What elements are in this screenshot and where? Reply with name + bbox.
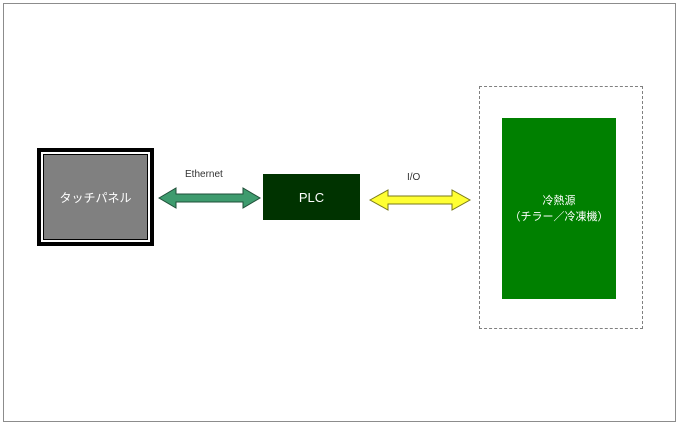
touch-panel-node: タッチパネル [37,148,154,246]
io-link-label: I/O [407,172,421,183]
heat-source-node: 冷熱源 （チラー／冷凍機） [502,118,616,299]
heat-source-label: 冷熱源 [542,193,576,207]
heat-source-sublabel: （チラー／冷凍機） [509,209,609,223]
plc-label: PLC [298,189,325,205]
ethernet-double-arrow [158,187,261,209]
touch-panel-label: タッチパネル [59,190,132,205]
io-double-arrow [368,189,472,211]
touch-panel-face: タッチパネル [44,155,147,239]
heat-source-region [479,86,643,329]
plc-node: PLC [263,174,360,220]
ethernet-link-label: Ethernet [185,169,223,180]
